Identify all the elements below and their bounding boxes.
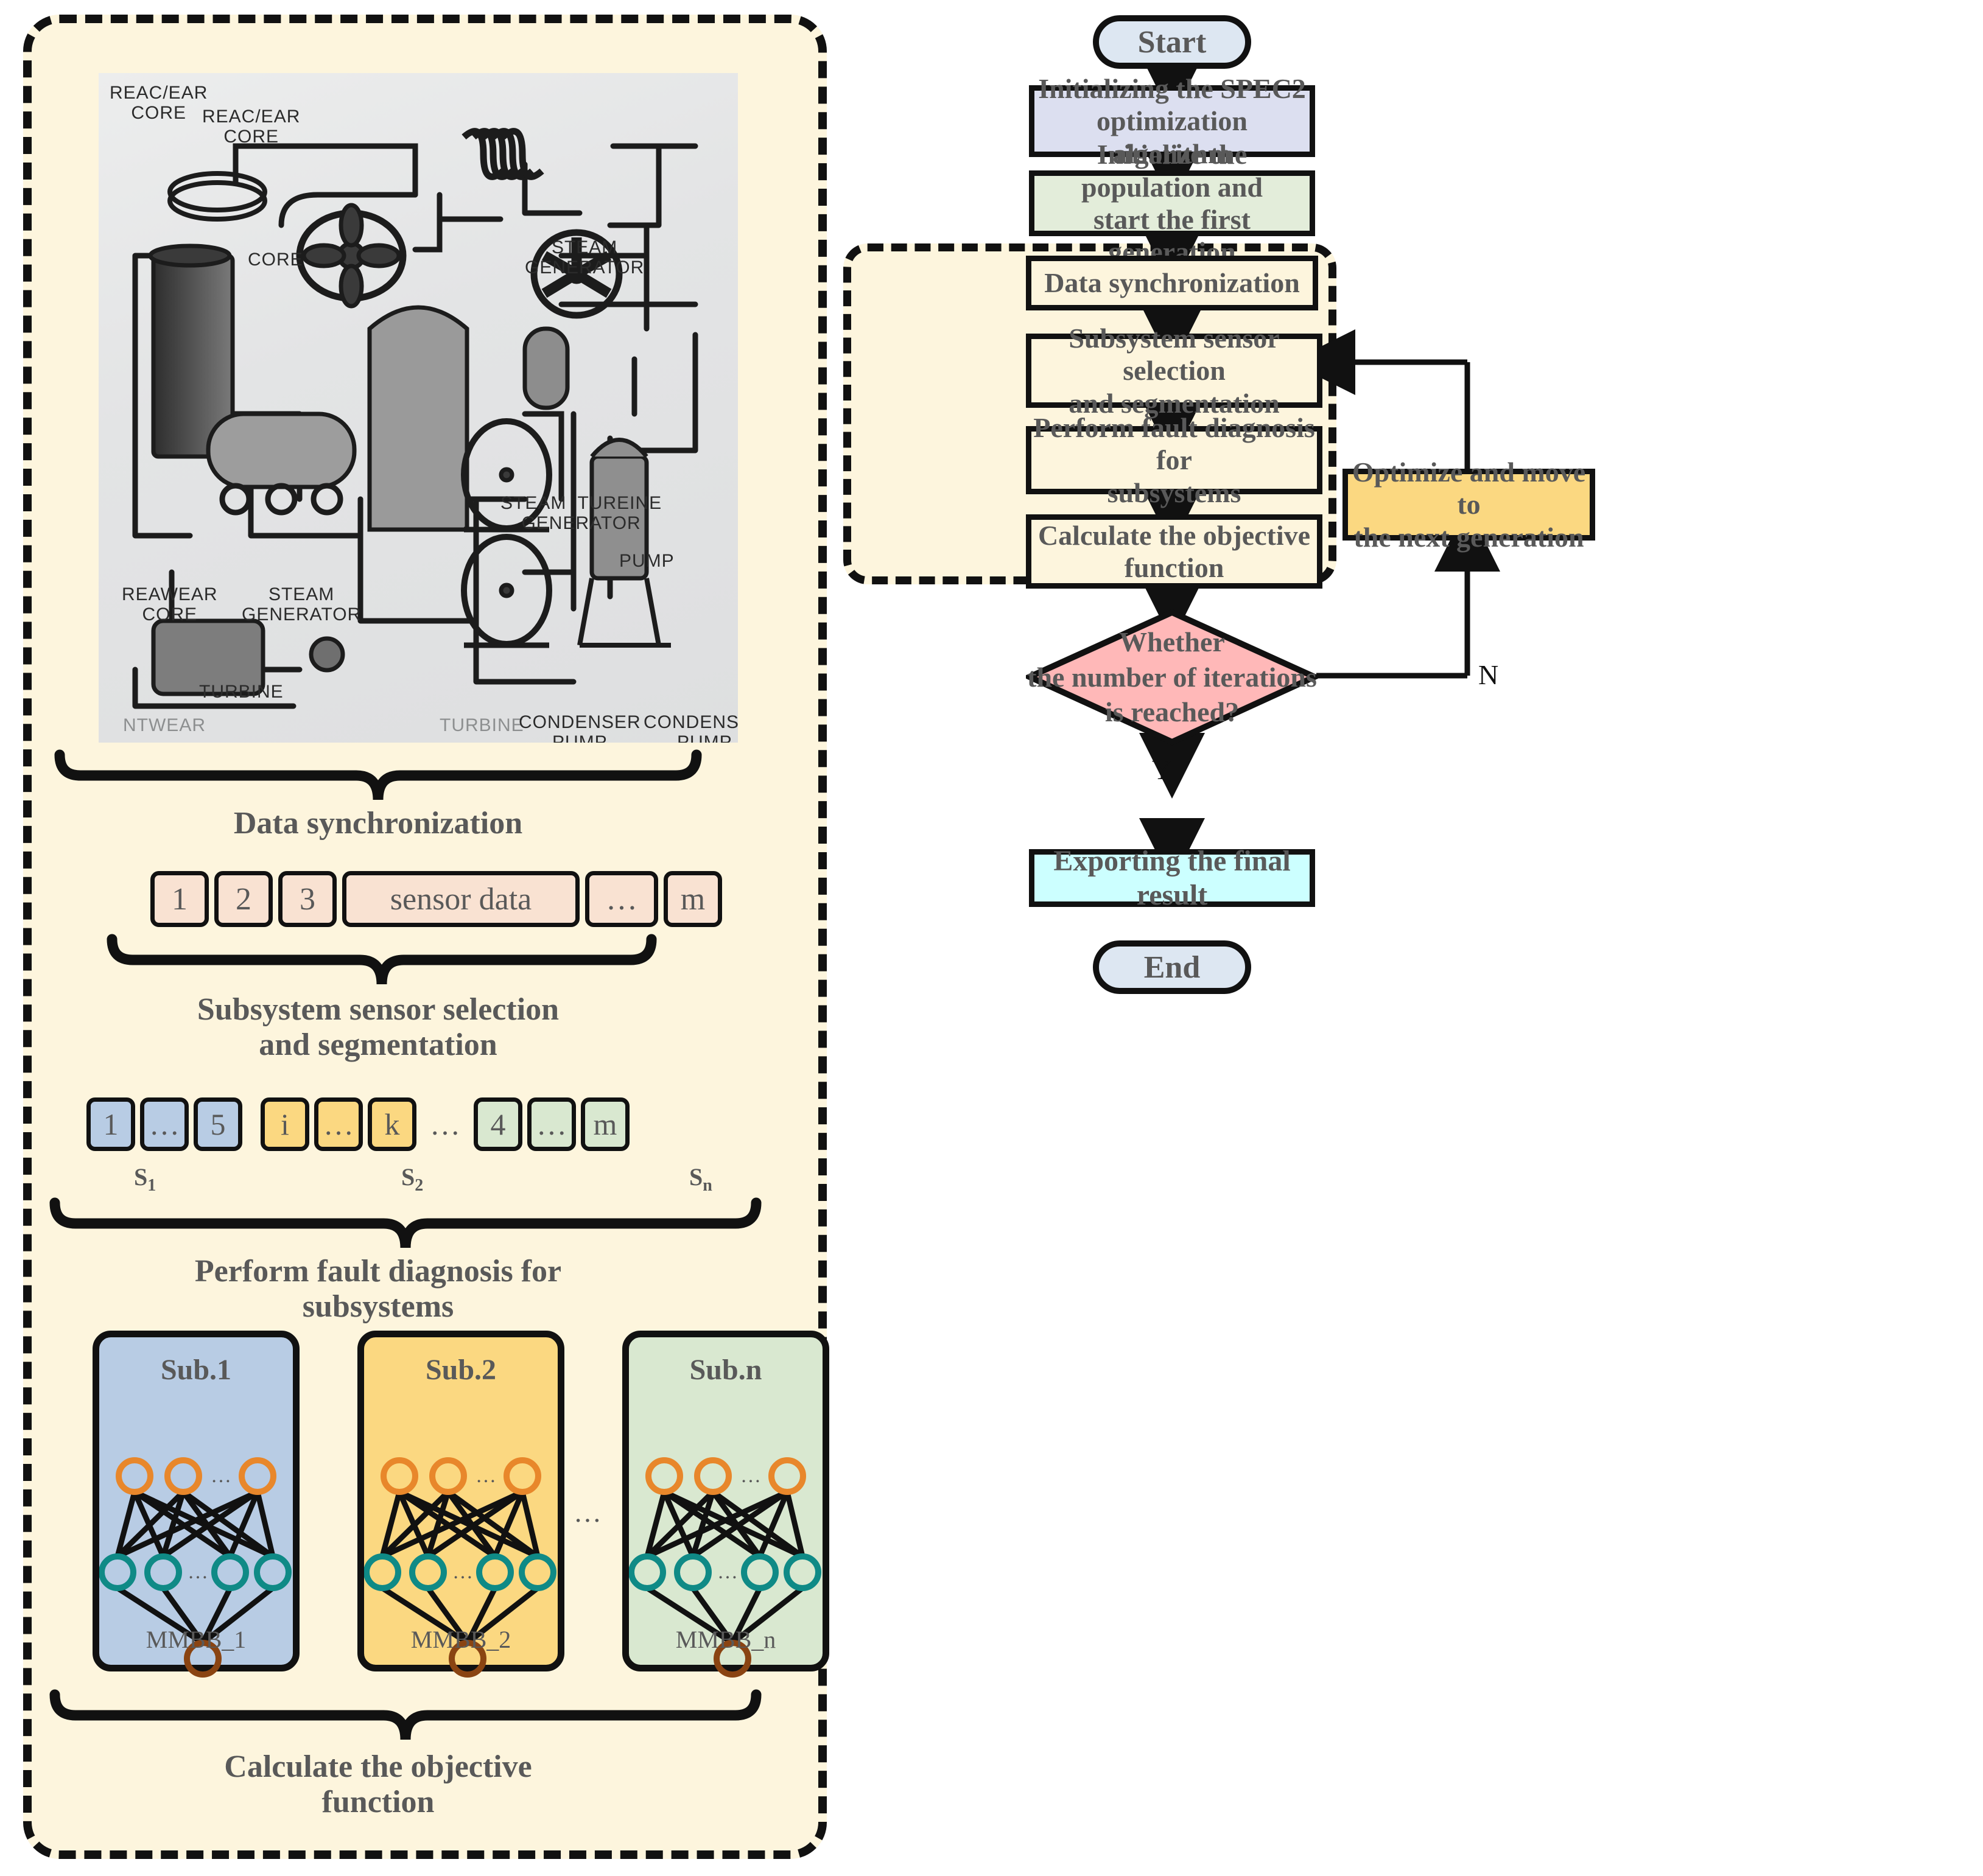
flow-optimize-next-generation[interactable]: Optimize and move to the next generation bbox=[1342, 457, 1595, 553]
reactor-schematic-image: REAC/EAR CORE REAC/EAR CORE CORE STEAM G… bbox=[99, 73, 738, 743]
mmbb-row-dots: … bbox=[574, 1497, 602, 1528]
svg-text:…: … bbox=[211, 1465, 231, 1487]
svg-text:…: … bbox=[476, 1465, 496, 1487]
subsystem-cell: 4 bbox=[474, 1097, 522, 1151]
caption-sensor-selection: Subsystem sensor selection and segmentat… bbox=[197, 992, 560, 1063]
reactor-schematic-svg bbox=[132, 128, 698, 709]
sensor-cell: 3 bbox=[278, 871, 337, 927]
mmbb-card-footer: MMBB_1 bbox=[146, 1626, 247, 1653]
subsystem-label-s1: S1 bbox=[134, 1163, 156, 1195]
reactor-label-0: REAC/EAR CORE bbox=[110, 83, 208, 123]
subsystem-label-sn: Sn bbox=[689, 1163, 712, 1195]
flow-connectors bbox=[852, 0, 1983, 1876]
reactor-label-10: CONDENSER PUMP bbox=[519, 712, 641, 743]
flow-decision-iterations[interactable]: Whether the number of iterations is reac… bbox=[1022, 609, 1322, 746]
reactor-label-1: REAC/EAR CORE bbox=[202, 107, 301, 147]
subsystem-cell: … bbox=[314, 1097, 363, 1151]
svg-text:…: … bbox=[740, 1465, 761, 1487]
subsystem-cell: m bbox=[581, 1097, 630, 1151]
reactor-label-2: CORE bbox=[248, 250, 303, 270]
sensor-cell: m bbox=[664, 871, 722, 927]
subsystem-cell: 1 bbox=[86, 1097, 135, 1151]
reactor-label-8: TURBINE bbox=[199, 682, 284, 702]
edge-label-no: N bbox=[1478, 659, 1499, 690]
sensor-cell: sensor data bbox=[342, 871, 580, 927]
flow-loop-objective-function[interactable]: Calculate the objective function bbox=[1026, 514, 1322, 589]
subsystem-cell: … bbox=[140, 1097, 189, 1151]
reactor-label-7: STEAM GENERATOR bbox=[242, 584, 362, 625]
flow-decision-label: Whether the number of iterations is reac… bbox=[1027, 626, 1317, 728]
reactor-label-4: STEAM TUREINE GENERATOR bbox=[500, 493, 662, 533]
flowchart: Start Initializing the SPEC2 optimizatio… bbox=[843, 0, 1983, 1876]
subsystem-group-s2: i…k bbox=[261, 1097, 416, 1151]
caption-data-synchronization: Data synchronization bbox=[233, 806, 523, 841]
mmbb-card-title: Sub.1 bbox=[160, 1354, 232, 1386]
mmbb-network-svg: …… bbox=[629, 1457, 821, 1678]
reactor-label-5: PUMP bbox=[619, 551, 675, 571]
subsystem-group-s1: 1…5 bbox=[86, 1097, 242, 1151]
subsystem-cell: k bbox=[368, 1097, 416, 1151]
mmbb-network-svg: …… bbox=[364, 1457, 556, 1678]
sensor-cell: 1 bbox=[150, 871, 209, 927]
caption-fault-diagnosis: Perform fault diagnosis for subsystems bbox=[194, 1254, 562, 1325]
brace-fault-diagnosis bbox=[47, 1197, 763, 1253]
flow-loop-sensor-selection[interactable]: Subsystem sensor selection and segmentat… bbox=[1026, 323, 1322, 419]
flow-initialize-population[interactable]: Initialize the population and start the … bbox=[1029, 139, 1315, 267]
flow-loop-data-synchronization[interactable]: Data synchronization bbox=[1026, 256, 1318, 310]
svg-text:…: … bbox=[452, 1561, 473, 1583]
subsystem-gap-dots: … bbox=[430, 1107, 460, 1141]
flow-end[interactable]: End bbox=[1093, 940, 1251, 994]
flow-export-result[interactable]: Exporting the final result bbox=[1029, 845, 1315, 911]
left-illustration-panel: REAC/EAR CORE REAC/EAR CORE CORE STEAM G… bbox=[23, 15, 829, 1859]
subsystem-cell: 5 bbox=[194, 1097, 242, 1151]
mmbb-card-2[interactable]: Sub.2……MMBB_2 bbox=[357, 1331, 564, 1678]
reactor-label-11: CONDENSER PUMP bbox=[644, 712, 738, 743]
sensor-cell: 2 bbox=[214, 871, 273, 927]
mmbb-network-svg: …… bbox=[99, 1457, 292, 1678]
flow-initialize-spec2[interactable]: Initializing the SPEC2 optimization algo… bbox=[1029, 73, 1315, 169]
sensor-cell: … bbox=[585, 871, 658, 927]
mmbb-card-footer: MMBB_2 bbox=[410, 1626, 511, 1653]
flow-loop-fault-diagnosis[interactable]: Perform fault diagnosis for subsystems bbox=[1026, 412, 1322, 508]
subsystem-label-s2: S2 bbox=[401, 1163, 424, 1195]
svg-text:…: … bbox=[717, 1561, 738, 1583]
mmbb-card-title: Sub.2 bbox=[425, 1354, 497, 1386]
caption-objective-function: Calculate the objective function bbox=[224, 1749, 532, 1820]
mmbb-card-1[interactable]: Sub.1……MMBB_1 bbox=[93, 1331, 300, 1678]
mmbb-card-footer: MMBB_n bbox=[675, 1626, 776, 1653]
edge-label-yes: Y bbox=[1152, 754, 1173, 785]
mmbb-card-3[interactable]: Sub.n……MMBB_n bbox=[622, 1331, 829, 1678]
flow-start[interactable]: Start bbox=[1093, 15, 1251, 69]
reactor-label-9: TURBINE bbox=[440, 715, 524, 735]
reactor-label-12: NTWEAR bbox=[123, 715, 206, 735]
subsystem-cell: i bbox=[261, 1097, 309, 1151]
reactor-label-6: REAWEAR CORE bbox=[122, 584, 218, 625]
brace-objective-function bbox=[47, 1689, 763, 1745]
subsystem-cell: … bbox=[527, 1097, 576, 1151]
subsystem-group-sn: 4…m bbox=[474, 1097, 630, 1151]
mmbb-card-title: Sub.n bbox=[689, 1354, 762, 1386]
svg-text:…: … bbox=[188, 1561, 208, 1583]
reactor-label-3: STEAM GENERATOR bbox=[525, 237, 645, 278]
brace-data-sync bbox=[52, 749, 704, 805]
brace-sensor-selection bbox=[105, 933, 659, 989]
